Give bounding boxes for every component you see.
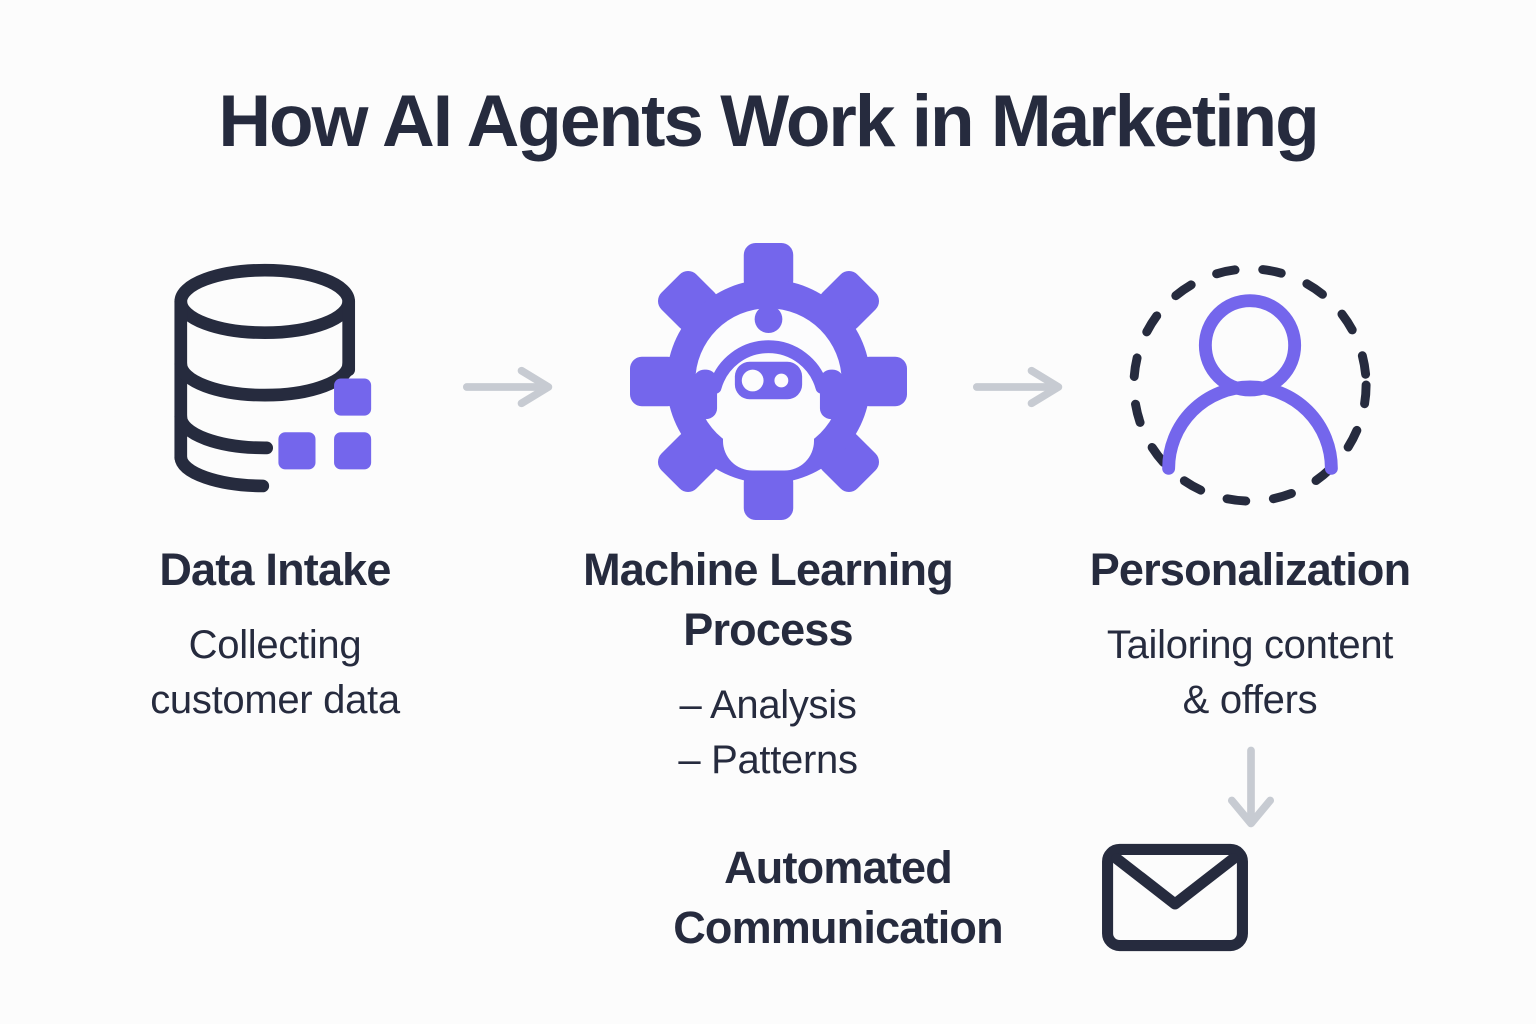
step-data-intake: Data Intake Collecting customer data <box>40 540 510 728</box>
step-description: Collecting customer data <box>150 622 400 723</box>
arrow-right-icon <box>462 365 558 414</box>
step-description: Tailoring content & offers <box>1106 622 1394 723</box>
arrow-down-icon <box>1227 745 1275 834</box>
step-heading: Personalization <box>1089 544 1411 595</box>
step-heading: Machine Learning Process <box>583 544 954 655</box>
envelope-icon <box>1101 843 1249 957</box>
step-personalization: Personalization Tailoring content & offe… <box>1020 540 1480 728</box>
step-heading: Data Intake <box>159 544 391 595</box>
step-automated-communication: Automated Communication <box>608 838 1068 976</box>
person-icon <box>1121 256 1379 519</box>
gear-robot-icon <box>630 243 907 525</box>
database-icon <box>172 262 377 505</box>
page-title: How AI Agents Work in Marketing <box>218 81 1319 162</box>
step-description: – Analysis – Patterns <box>678 682 858 782</box>
step-heading: Automated Communication <box>673 842 1003 953</box>
arrow-right-icon <box>972 365 1068 414</box>
step-machine-learning: Machine Learning Process – Analysis – Pa… <box>530 540 1006 788</box>
